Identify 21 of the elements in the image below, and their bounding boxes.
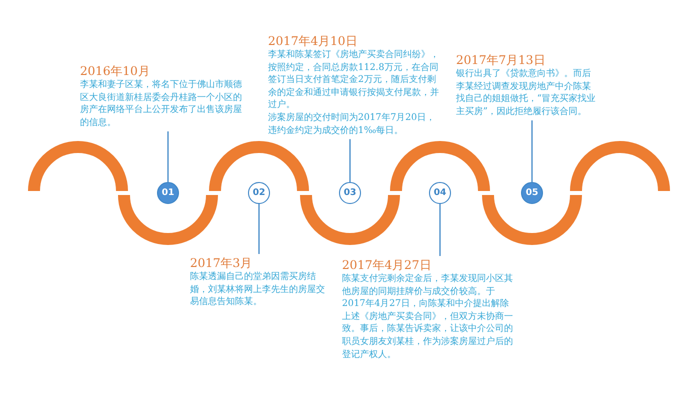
leader-line (439, 204, 441, 256)
leader-line (258, 204, 260, 254)
event-description: 陈某透漏自己的堂弟因需买房结婚，刘某林将网上李先生的房屋交易信息告知陈某。 (190, 271, 325, 309)
event-description: 涉案房屋的交付时间为2017年7月20日，违约金约定为成交价的1‰每日。 (268, 112, 436, 138)
step-number-circle: 01 (157, 182, 179, 204)
date-label: 2016年10月 (80, 64, 150, 79)
leader-line (531, 120, 533, 182)
leader-line (349, 139, 351, 182)
step-number-circle: 04 (429, 182, 451, 204)
event-description: 陈某支付完剩余定金后，李某发现同小区其他房屋的同期挂牌价与成交价较高。于2017年4月27日，向陈某和中介提出解除上述《房地产买卖合同》，但双方未协商一致。事后，陈某告诉卖家，让该中介公司的职员女朋友刘某桂，作为涉案房屋过户后的登记产权人。 (342, 273, 514, 362)
step-number-circle: 02 (248, 182, 270, 204)
event-description: 李某和妻子区某，将名下位于佛山市顺德区大良街道新桂居委会丹桂路一个小区的房产在网络平台上公开发布了出售该房屋的信息。 (80, 79, 243, 130)
step-number-circle: 03 (339, 182, 361, 204)
step-number-circle: 05 (521, 182, 543, 204)
date-label: 2017年4月10日 (268, 34, 358, 49)
date-label: 2017年7月13日 (456, 53, 546, 68)
leader-line (167, 131, 169, 182)
date-label: 2017年4月27日 (342, 258, 432, 273)
date-label: 2017年3月 (190, 256, 252, 271)
event-description: 银行出具了《贷款意向书》。而后李某经过调查发现房地产中介陈某找自己的姐姐做托，“冒充买家找业主买房”，因此拒绝履行该合同。 (456, 68, 596, 118)
event-description: 李某和陈某签订《房地产买卖合同纠纷》，按照约定，合同总房款112.8万元，在合同签订当日支付首笔定金2万元，随后支付剩余的定金和通过申请银行按揭支付尾款，并过户。 (268, 49, 440, 112)
